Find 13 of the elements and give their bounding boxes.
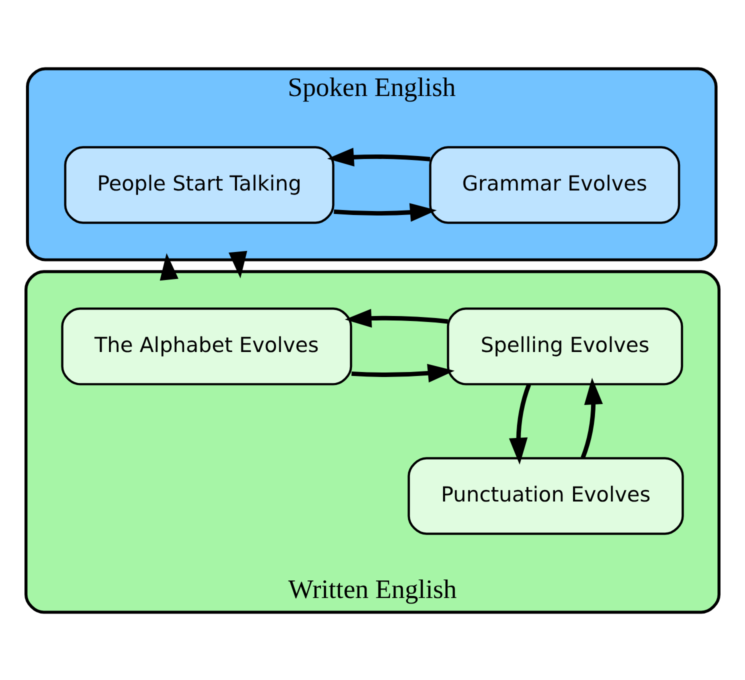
node-box: Spelling Evolves bbox=[446, 307, 684, 385]
node-box: The Alphabet Evolves bbox=[61, 307, 352, 385]
arrow bbox=[327, 147, 430, 166]
arrow bbox=[351, 363, 455, 382]
arrow bbox=[344, 308, 448, 328]
arrow bbox=[160, 252, 178, 280]
arrow bbox=[334, 202, 437, 222]
node-box: People Start Talking bbox=[64, 146, 334, 224]
arrow bbox=[228, 250, 248, 278]
arrow bbox=[508, 383, 532, 464]
node-box: Grammar Evolves bbox=[429, 146, 680, 224]
arrow bbox=[580, 377, 603, 458]
node-box: Punctuation Evolves bbox=[408, 456, 684, 534]
